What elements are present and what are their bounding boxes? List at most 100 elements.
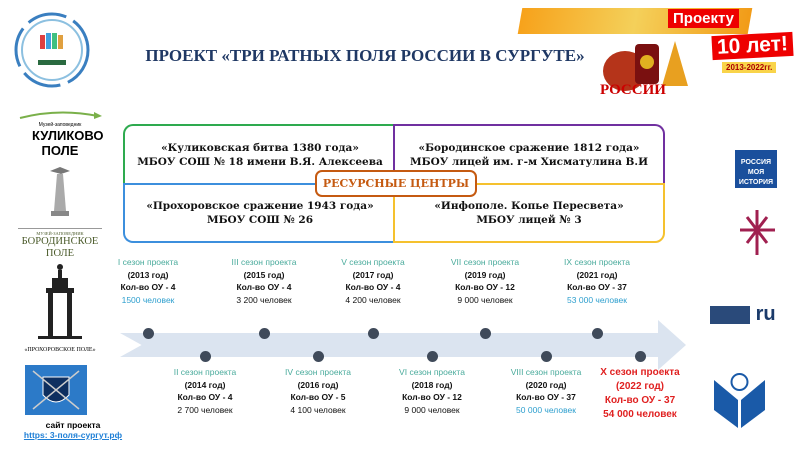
timeline-dot bbox=[541, 351, 552, 362]
season-year: (2013 год) bbox=[127, 269, 169, 280]
kulikovo-logo: Музей-заповедник КУЛИКОВО ПОЛЕ bbox=[20, 122, 104, 158]
resource-centers-grid: «Куликовская битва 1380 года» МБОУ СОШ № … bbox=[123, 124, 667, 243]
kulikovo-small: Музей-заповедник bbox=[38, 122, 82, 128]
timeline-dot bbox=[368, 328, 379, 339]
season-item: III сезон проекта (2015 год) Кол-во ОУ - 4… bbox=[209, 256, 319, 306]
center-school: МБОУ лицей им. г-м Хисматулина В.И bbox=[409, 156, 649, 168]
season-people: 54 000 человек bbox=[603, 409, 677, 420]
borodino-logo: МУЗЕЙ-ЗАПОВЕДНИК БОРОДИНСКОЕ ПОЛЕ bbox=[18, 228, 102, 260]
center-prokhorovka: «Прохоровское сражение 1943 года» МБОУ СО… bbox=[123, 183, 395, 243]
season-people: 4 200 человек bbox=[345, 294, 401, 305]
anniversary-years: 2013-2022гг. bbox=[722, 62, 777, 73]
season-year: (2016 год) bbox=[297, 379, 339, 390]
season-ou: Кол-во ОУ - 4 bbox=[120, 282, 176, 292]
anniversary-line2: 10 лет! bbox=[711, 31, 794, 61]
kulikovo-name: КУЛИКОВО ПОЛЕ bbox=[32, 128, 104, 158]
shield-emblem-icon bbox=[25, 365, 87, 415]
center-kulikovo: «Куликовская битва 1380 года» МБОУ СОШ № … bbox=[123, 124, 395, 184]
season-ou: Кол-во ОУ - 5 bbox=[290, 392, 346, 402]
kulikovo-monument-icon bbox=[50, 167, 70, 216]
season-ou: Кол-во ОУ - 37 bbox=[516, 392, 576, 402]
anniversary-line1: Проекту bbox=[668, 9, 740, 28]
season-year: (2022 год) bbox=[615, 381, 665, 392]
season-ou: Кол-во ОУ - 37 bbox=[604, 395, 676, 406]
site-label: сайт проекта bbox=[45, 420, 101, 430]
project-logo-text: xРОССИИ bbox=[600, 82, 666, 98]
page-title: ПРОЕКТ «ТРИ РАТНЫХ ПОЛЯ РОССИИ В СУРГУТЕ… bbox=[145, 46, 585, 65]
season-title: II сезон проекта bbox=[173, 367, 237, 377]
borodino-small: МУЗЕЙ-ЗАПОВЕДНИК bbox=[18, 228, 102, 236]
timeline-dot bbox=[259, 328, 270, 339]
season-item: II сезон проекта (2014 год) Кол-во ОУ - 4 2… bbox=[150, 366, 260, 416]
season-year: (2018 год) bbox=[411, 379, 453, 390]
center-title: «Инфополе. Копье Пересвета» bbox=[434, 199, 624, 212]
russia-my-history-logo: РОССИЯ МОЯ ИСТОРИЯ bbox=[735, 150, 777, 188]
arrow-icon bbox=[19, 111, 102, 119]
season-title: VIII сезон проекта bbox=[510, 367, 582, 377]
university-logo-icon bbox=[714, 373, 765, 428]
prokhorovka-monument-icon bbox=[38, 264, 82, 339]
season-title: VII сезон проекта bbox=[450, 257, 520, 267]
season-people: 50 000 человек bbox=[516, 404, 576, 415]
season-people: 2 700 человек bbox=[177, 404, 233, 415]
season-ou: Кол-во ОУ - 4 bbox=[345, 282, 401, 292]
center-infopole: «Инфополе. Копье Пересвета» МБОУ лицей № … bbox=[393, 183, 665, 243]
helmets-logo-icon bbox=[603, 41, 688, 91]
season-title: VI сезон проекта bbox=[399, 367, 465, 377]
season-people: 3 200 человек bbox=[236, 294, 292, 305]
season-people: 53 000 человек bbox=[567, 294, 627, 305]
season-people: 4 100 человек bbox=[290, 404, 346, 415]
season-ou: Кол-во ОУ - 12 bbox=[402, 392, 462, 402]
season-ou: Кол-во ОУ - 4 bbox=[236, 282, 292, 292]
season-item: IX сезон проекта(2021 год)Кол-во ОУ - 37… bbox=[542, 256, 652, 306]
sitv-text: ru bbox=[755, 303, 776, 325]
season-year: (2015 год) bbox=[243, 269, 285, 280]
season-ou: Кол-во ОУ - 12 bbox=[455, 282, 515, 292]
season-year: (2021 год) bbox=[576, 269, 618, 280]
center-school: МБОУ лицей № 3 bbox=[476, 214, 582, 226]
prokhorovka-name: «ПРОХОРОВСКОЕ ПОЛЕ» bbox=[24, 347, 96, 353]
season-year: (2017 год) bbox=[352, 269, 394, 280]
center-title: «Куликовская битва 1380 года» bbox=[161, 141, 359, 154]
center-title: «Бородинское сражение 1812 года» bbox=[418, 141, 640, 154]
sitv-logo: ru bbox=[710, 303, 790, 326]
season-item: X сезон проекта (2022 год) Кол-во ОУ - 37 5… bbox=[585, 366, 695, 422]
timeline-dot bbox=[592, 328, 603, 339]
ornament-cross-icon bbox=[740, 210, 775, 255]
season-item: VII сезон проекта (2019 год) Кол-во ОУ - 1… bbox=[430, 256, 540, 306]
season-people: 1500 человек bbox=[121, 294, 175, 305]
timeline-dot bbox=[200, 351, 211, 362]
timeline-dot bbox=[480, 328, 491, 339]
timeline-dot bbox=[427, 351, 438, 362]
borodino-name: БОРОДИНСКОЕ ПОЛЕ bbox=[21, 236, 99, 259]
site-link[interactable]: https: 3-поля-сургут.рф bbox=[23, 430, 123, 440]
season-title: X сезон проекта bbox=[600, 367, 680, 378]
center-school: МБОУ СОШ № 18 имени В.Я. Алексеева bbox=[137, 156, 383, 168]
season-title: V сезон проекта bbox=[341, 257, 405, 267]
season-ou: Кол-во ОУ - 4 bbox=[177, 392, 233, 402]
season-item: VIII сезон проекта (2020 год) Кол-во ОУ - … bbox=[491, 366, 601, 416]
education-surgut-logo-icon bbox=[14, 12, 90, 88]
season-people: 9 000 человек bbox=[457, 294, 513, 305]
project-site: сайт проекта https: 3-поля-сургут.рф bbox=[18, 420, 128, 440]
timeline-arrow-head bbox=[658, 320, 686, 370]
timeline-dot bbox=[143, 328, 154, 339]
season-year: (2019 год) bbox=[464, 269, 506, 280]
season-year: (2020 год) bbox=[525, 379, 567, 390]
center-title: «Прохоровское сражение 1943 года» bbox=[146, 199, 374, 212]
season-item: I сезон проекта (2013 год) Кол-во ОУ - 4 15… bbox=[93, 256, 203, 306]
center-borodino: «Бородинское сражение 1812 года» МБОУ лиц… bbox=[393, 124, 665, 184]
season-title: IV сезон проекта bbox=[285, 367, 351, 377]
timeline-dot bbox=[635, 351, 646, 362]
season-item: VI сезон проекта (2018 год) Кол-во ОУ - 12… bbox=[377, 366, 487, 416]
resource-centers-badge: РЕСУРСНЫЕ ЦЕНТРЫ bbox=[315, 170, 477, 197]
center-school: МБОУ СОШ № 26 bbox=[206, 214, 314, 226]
season-year: (2014 год) bbox=[184, 379, 226, 390]
season-item: V сезон проекта (2017 год) Кол-во ОУ - 4 4 … bbox=[318, 256, 428, 306]
season-title: III сезон проекта bbox=[231, 257, 297, 267]
season-title: IX сезон проекта bbox=[564, 257, 630, 267]
season-people: 9 000 человек bbox=[404, 404, 460, 415]
season-title: I сезон проекта bbox=[117, 257, 179, 267]
timeline-dot bbox=[313, 351, 324, 362]
season-item: IV сезон проекта (2016 год) Кол-во ОУ - 5 4… bbox=[263, 366, 373, 416]
